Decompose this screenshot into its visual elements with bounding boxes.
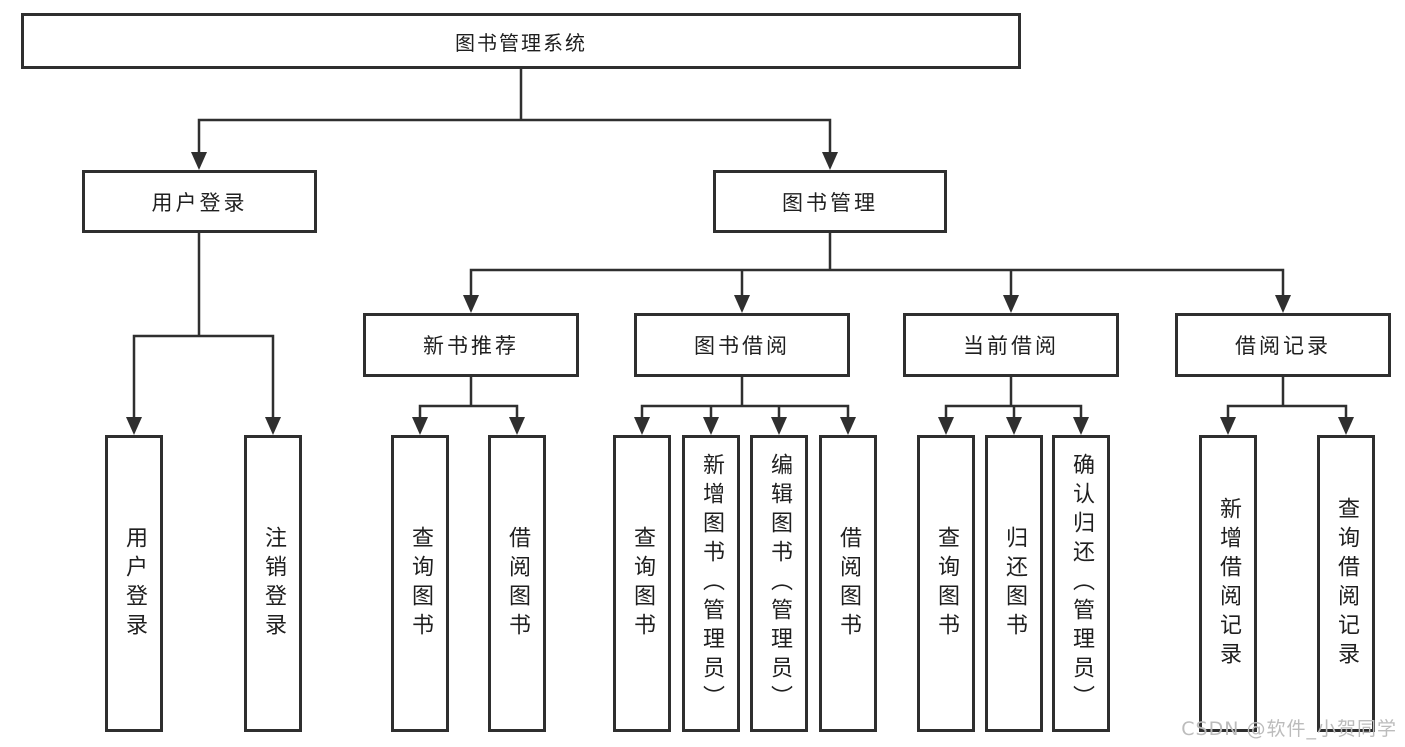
node-current-borrow: 当前借阅 — [903, 313, 1119, 377]
node-new-book-recommend: 新书推荐 — [363, 313, 579, 377]
leaf-return-books: 归还图书 — [985, 435, 1043, 732]
leaf-label: 归还图书 — [1002, 525, 1027, 642]
leaf-label: 确认归还（管理员） — [1069, 453, 1094, 714]
leaf-label: 编辑图书（管理员） — [767, 453, 792, 714]
leaf-query-borrow-record: 查询借阅记录 — [1317, 435, 1375, 732]
leaf-label: 查询图书 — [630, 525, 655, 642]
node-borrow-records: 借阅记录 — [1175, 313, 1391, 377]
leaf-label: 注销登录 — [261, 525, 286, 642]
node-book-management: 图书管理 — [713, 170, 947, 233]
leaf-query-books-2: 查询图书 — [613, 435, 671, 732]
leaf-label: 查询图书 — [408, 525, 433, 642]
leaf-query-books-1: 查询图书 — [391, 435, 449, 732]
leaf-edit-books-admin: 编辑图书（管理员） — [750, 435, 808, 732]
leaf-label: 新增图书（管理员） — [699, 453, 724, 714]
leaf-label: 查询图书 — [934, 525, 959, 642]
node-root: 图书管理系统 — [21, 13, 1021, 69]
csdn-watermark: CSDN @软件_小贺同学 — [1181, 718, 1397, 740]
leaf-label: 查询借阅记录 — [1334, 496, 1359, 671]
leaf-confirm-return-admin: 确认归还（管理员） — [1052, 435, 1110, 732]
node-user-login: 用户登录 — [82, 170, 317, 233]
leaf-user-login: 用户登录 — [105, 435, 163, 732]
leaf-borrow-books-2: 借阅图书 — [819, 435, 877, 732]
node-book-borrow: 图书借阅 — [634, 313, 850, 377]
arrowheads — [126, 152, 1354, 435]
leaf-borrow-books-1: 借阅图书 — [488, 435, 546, 732]
leaf-label: 用户登录 — [122, 525, 147, 642]
leaf-label: 借阅图书 — [836, 525, 861, 642]
leaf-add-books-admin: 新增图书（管理员） — [682, 435, 740, 732]
leaf-logout: 注销登录 — [244, 435, 302, 732]
leaf-label: 新增借阅记录 — [1216, 496, 1241, 671]
leaf-add-borrow-record: 新增借阅记录 — [1199, 435, 1257, 732]
leaf-query-books-3: 查询图书 — [917, 435, 975, 732]
leaf-label: 借阅图书 — [505, 525, 530, 642]
